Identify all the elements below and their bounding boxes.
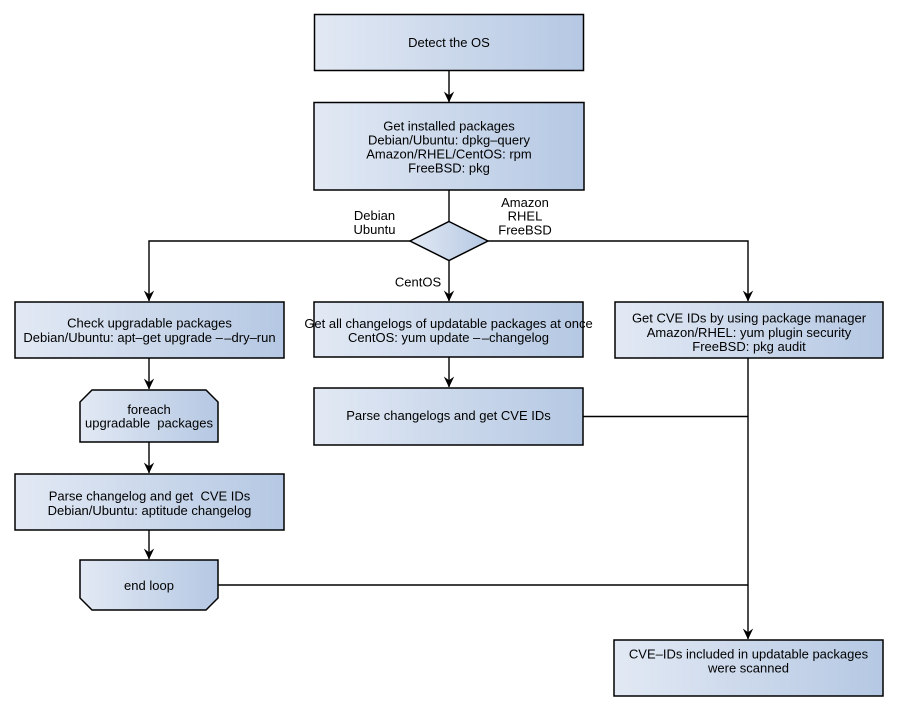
svg-text:Get CVE IDs by using package m: Get CVE IDs by using package manager — [632, 311, 867, 326]
svg-text:CentOS: yum update ––changelog: CentOS: yum update ––changelog — [348, 330, 549, 345]
svg-text:CentOS: CentOS — [395, 275, 442, 290]
svg-text:Debian/Ubuntu: aptitude change: Debian/Ubuntu: aptitude changelog — [48, 503, 252, 518]
svg-text:Ubuntu: Ubuntu — [354, 222, 396, 237]
svg-text:FreeBSD: FreeBSD — [498, 223, 551, 238]
svg-text:Parse changelog and get CVE I: Parse changelog and get CVE IDs — [49, 489, 251, 504]
svg-text:were scanned: were scanned — [707, 661, 789, 676]
svg-text:Debian: Debian — [354, 208, 395, 223]
svg-text:upgradable packages: upgradable packages — [85, 416, 213, 431]
svg-text:FreeBSD: pkg audit: FreeBSD: pkg audit — [692, 339, 806, 354]
svg-text:Amazon/RHEL: yum plugin securi: Amazon/RHEL: yum plugin security — [647, 325, 852, 340]
svg-text:Parse changelogs and get CVE I: Parse changelogs and get CVE IDs — [346, 408, 551, 423]
svg-text:Debian/Ubuntu: apt–get upgrade: Debian/Ubuntu: apt–get upgrade ––dry–run — [23, 330, 275, 345]
svg-text:Amazon: Amazon — [501, 195, 549, 210]
svg-text:Get all changelogs of updatabl: Get all changelogs of updatable packages… — [304, 316, 592, 331]
svg-text:Get installed packages: Get installed packages — [383, 118, 515, 133]
svg-text:Amazon/RHEL/CentOS: rpm: Amazon/RHEL/CentOS: rpm — [366, 146, 531, 161]
svg-text:foreach: foreach — [127, 402, 170, 417]
svg-text:FreeBSD: pkg: FreeBSD: pkg — [408, 160, 490, 175]
svg-text:Detect the OS: Detect the OS — [408, 35, 490, 50]
svg-text:CVE–IDs included in updatable: CVE–IDs included in updatable packages — [629, 646, 869, 661]
svg-text:RHEL: RHEL — [508, 209, 543, 224]
svg-text:end loop: end loop — [124, 578, 174, 593]
svg-text:Debian/Ubuntu: dpkg–query: Debian/Ubuntu: dpkg–query — [368, 132, 530, 147]
svg-text:Check upgradable packages: Check upgradable packages — [67, 315, 232, 330]
